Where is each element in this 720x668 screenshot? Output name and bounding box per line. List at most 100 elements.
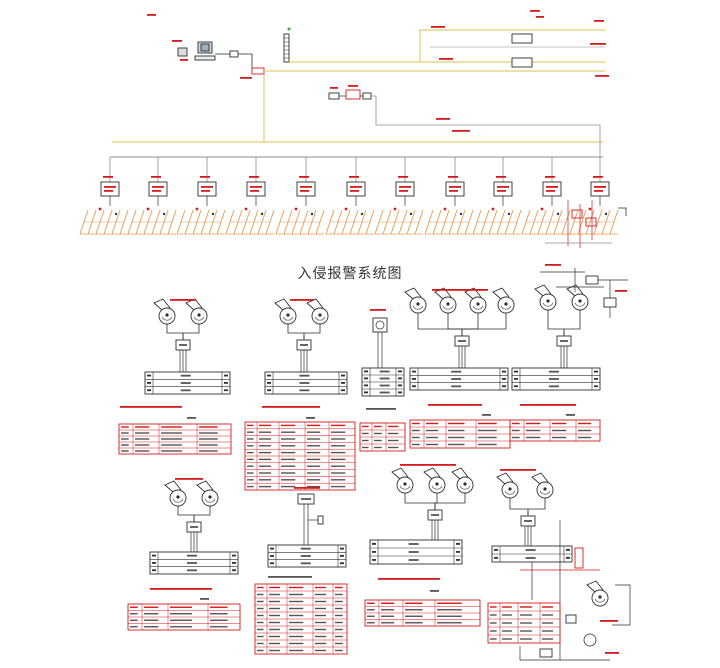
cable-schedule-table [509,419,601,442]
terminal-number-mark [494,549,498,551]
table-cell-mark [307,438,321,440]
table-cell-mark [281,479,296,481]
terminal-label-mark [186,569,197,572]
terminal-number-mark [267,382,271,384]
table-cell-mark [269,628,280,631]
table-cell-mark [135,438,150,440]
annotation-mark [349,176,359,178]
table-cell-mark [335,649,343,652]
table-cell-mark [259,485,272,488]
detector-icon [185,298,208,325]
terminal-number-mark [514,378,518,380]
annotation-mark [348,85,358,87]
zone-alarm-panel [176,157,226,235]
annotation-mark [594,190,603,192]
detector-center-dot [546,299,550,303]
annotation-mark [104,190,113,192]
table-cell-mark [374,439,382,442]
detector-icon [404,287,427,314]
detector-center-dot [286,313,290,317]
table-cell-mark [490,630,497,632]
detector-node-dot [162,212,166,216]
detector-cable-fan [79,207,129,235]
table-cell-mark [520,606,533,608]
annotation-mark [430,590,439,592]
table-cell-mark [269,614,280,617]
detector-housing [586,580,604,593]
table-cell-mark [199,432,218,434]
terminal-number-mark [267,389,271,392]
alarm-subsystem [359,309,406,452]
detector-lens [594,598,606,603]
table-cell-mark [331,479,346,481]
detector-icon [566,284,589,311]
terminal-label-mark [379,370,390,373]
table-cell-mark [542,622,553,624]
table-cell-mark [374,425,382,428]
sounder-icon [583,633,597,647]
printer-frame [177,47,188,57]
table-cell-mark [269,621,280,624]
terminal-label-mark [300,547,311,550]
detector-node-dot [556,212,560,216]
terminal-strip [361,367,405,397]
detector-housing [153,298,171,311]
table-cell-mark [331,458,346,461]
detector-housing [404,287,422,300]
detector-lens [459,485,471,490]
detector-node-dot [360,212,364,216]
detector-icon [196,480,219,507]
table-cell-mark [552,422,567,425]
power-module-frame [362,92,372,100]
alarm-control-box [297,493,315,505]
terminal-number-mark [456,543,460,545]
detector-lens [574,302,586,307]
terminal-number-mark [340,562,344,565]
zone-panel-frame [197,181,217,197]
annotation-mark [268,576,312,578]
table-cell-mark [405,609,423,611]
detector-cable [461,313,507,336]
signal-tower-frame [283,33,290,63]
detector-cable [461,313,479,336]
control-box-label-mark [431,514,439,516]
keyboard-frame [194,55,216,61]
table-cell-mark [199,426,218,428]
control-box-label-mark [301,498,311,500]
table-cell-mark [367,602,375,604]
annotation-mark [350,186,362,188]
detector-cable [193,506,211,522]
table-cell-mark [335,593,343,596]
table-cell-mark [502,630,512,632]
table-cell-mark [490,622,497,624]
detector-housing [496,472,514,485]
table-cell-mark [437,602,462,604]
table-cell-mark [502,614,512,616]
detector-center-dot [463,482,467,486]
terminal-number-mark [566,557,570,559]
junction-box-frame [571,209,583,219]
zone-alarm-panel [424,157,474,235]
detector-icon [434,287,457,314]
cable-schedule-table [409,419,511,449]
terminal-label-mark [180,374,191,377]
control-box-label-mark [560,340,568,342]
table-cell-mark [478,422,497,425]
detector-cable [303,324,321,340]
table-cell-mark [289,649,304,652]
table-cell-mark [315,635,326,638]
detector-housing [423,467,441,480]
terminal-number-mark [594,370,598,373]
zone-panel-frame [148,181,168,197]
terminal-number-mark [270,555,274,557]
table-cell-mark [315,614,326,617]
detector-center-dot [476,302,480,306]
annotation-mark [378,578,440,580]
table-cell-mark [512,422,520,425]
terminal-number-mark [341,374,345,377]
detector-center-dot [508,487,512,491]
annotation-mark [399,186,411,188]
terminal-label-mark [180,389,191,392]
terminal-number-mark [147,374,151,377]
table-cell-mark [269,642,280,645]
